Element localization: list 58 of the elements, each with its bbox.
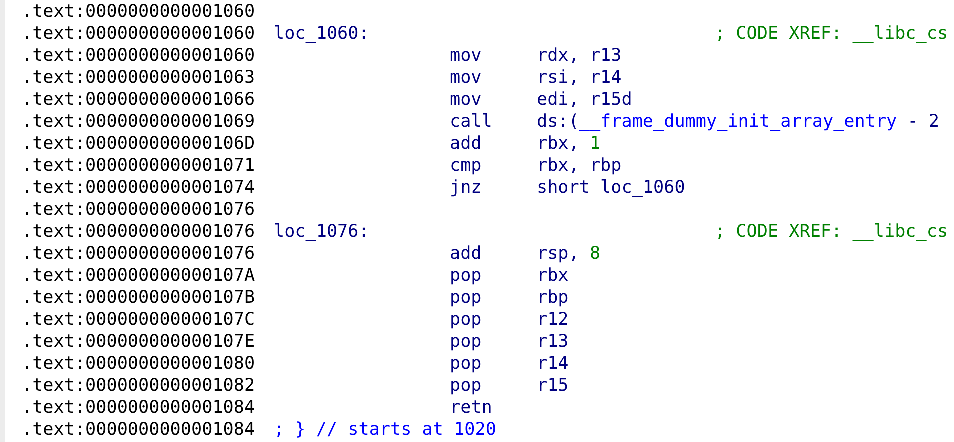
mnemonic-text: pop [450, 288, 482, 308]
address-text: .text:0000000000001076 [22, 244, 256, 264]
mnemonic-text: mov [450, 46, 482, 66]
operand-text: rsp, [537, 244, 580, 264]
address-text: .text:0000000000001060 [22, 2, 256, 22]
address-text: .text:0000000000001069 [22, 112, 256, 132]
address-text: .text:000000000000107C [22, 310, 256, 330]
address-text: .text:0000000000001076 [22, 200, 256, 220]
address-text: .text:0000000000001060 [22, 24, 256, 44]
address-text: .text:0000000000001080 [22, 354, 256, 374]
operand-text: short loc_1060 [537, 178, 686, 198]
location-label: loc_1076: [274, 222, 370, 242]
operand-text: r12 [537, 310, 569, 330]
address-text: .text:0000000000001082 [22, 376, 256, 396]
mnemonic-text: call [450, 112, 492, 132]
mnemonic-text: add [450, 134, 482, 154]
address-text: .text:000000000000107E [22, 332, 256, 352]
address-text: .text:0000000000001076 [22, 222, 256, 242]
mnemonic-text: add [450, 244, 482, 264]
comment-text: ; CODE XREF: __libc_cs [715, 222, 948, 242]
address-text: .text:0000000000001084 [22, 420, 256, 440]
location-label: ; } // starts at 1020 [274, 420, 496, 440]
comment-text: ; CODE XREF: __libc_cs [715, 24, 948, 44]
operand-text: edi, r15d [537, 90, 632, 110]
mnemonic-text: retn [450, 398, 492, 418]
operand-text: rbx [537, 266, 569, 286]
address-text: .text:0000000000001060 [22, 46, 256, 66]
operand-text: r13 [537, 332, 569, 352]
mnemonic-text: jnz [450, 178, 482, 198]
operand-text: r15 [537, 376, 569, 396]
mnemonic-text: pop [450, 310, 482, 330]
operand-text: rbx, [537, 134, 580, 154]
number-literal: 1 [590, 134, 601, 154]
address-text: .text:0000000000001063 [22, 68, 256, 88]
address-text: .text:000000000000106D [22, 134, 256, 154]
address-text: .text:000000000000107A [22, 266, 256, 286]
mnemonic-text: pop [450, 266, 482, 286]
mnemonic-text: pop [450, 354, 482, 374]
address-text: .text:0000000000001066 [22, 90, 256, 110]
mnemonic-text: pop [450, 376, 482, 396]
operand-text: rdx, r13 [537, 46, 622, 66]
mnemonic-text: mov [450, 90, 482, 110]
symbol-link: __frame_dummy_init_array_entry [579, 112, 898, 132]
operand-text: - 2 [908, 112, 940, 132]
address-text: .text:0000000000001071 [22, 156, 256, 176]
address-text: .text:0000000000001084 [22, 398, 256, 418]
mnemonic-text: pop [450, 332, 482, 352]
operand-text: rbx, rbp [537, 156, 622, 176]
operand-text: rbp [537, 288, 569, 308]
location-label: loc_1060: [274, 24, 370, 44]
operand-text: rsi, r14 [537, 68, 622, 88]
operand-text: r14 [537, 354, 569, 374]
mnemonic-text: cmp [450, 156, 482, 176]
address-text: .text:000000000000107B [22, 288, 256, 308]
mnemonic-text: mov [450, 68, 482, 88]
address-text: .text:0000000000001074 [22, 178, 256, 198]
number-literal: 8 [590, 244, 601, 264]
operand-text: ds:( [537, 112, 580, 132]
